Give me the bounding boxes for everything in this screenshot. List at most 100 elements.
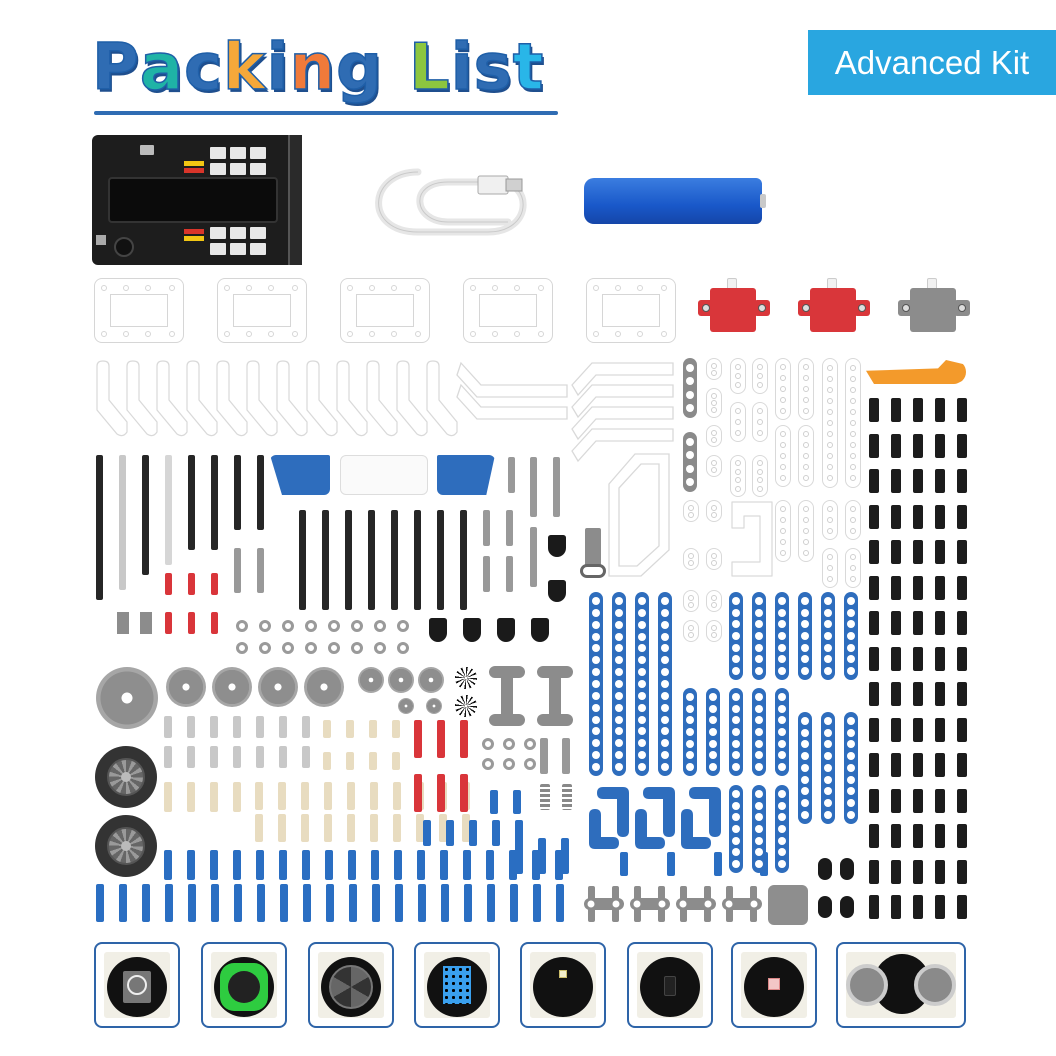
axle [299,510,306,610]
servo-frame [340,278,430,343]
black-small-link [840,896,854,918]
stacked-angled-beams [571,362,674,463]
l-bracket-outline [275,360,309,440]
tan-pin [278,814,286,842]
tan-axle-pin [210,782,218,812]
outline-beam [845,500,861,540]
blue-pin [490,790,498,814]
blue-beam [821,712,835,824]
gray-pin [256,716,264,738]
black-pin [891,575,901,600]
black-pin [913,575,923,600]
black-pin [891,859,901,884]
gear-medium [166,667,206,707]
l-bracket-outline [215,360,249,440]
gear-tiny [426,698,442,714]
gray-pin [164,746,172,768]
gray-h-connector [722,884,762,924]
black-pin [869,646,879,671]
black-pin [957,895,967,919]
black-pin [957,682,967,706]
gear-medium [258,667,298,707]
axle [460,510,467,610]
blue-l-beam [635,785,675,851]
black-pin [913,824,923,848]
title-letter: t [512,31,545,105]
outline-beam [706,455,722,477]
outline-beam [775,500,791,562]
l-bracket-outline [95,360,129,440]
black-pin [913,469,923,493]
black-pin [913,398,923,422]
blue-beam [729,785,743,873]
axle [506,510,513,546]
blue-beam [612,592,626,776]
blue-beam [635,592,649,776]
black-pin [957,433,967,458]
blue-l-beam [681,785,721,851]
gray-pin [210,716,218,738]
axle [119,455,126,590]
black-pin [935,504,945,529]
blue-pin [446,820,454,846]
outline-beam [706,620,722,642]
gear-medium [212,667,252,707]
blue-beam [821,592,835,680]
bush [397,620,409,632]
blue-beam [706,688,720,776]
black-pin [869,859,879,884]
blue-pin [561,838,569,874]
blue-axle-pin [372,884,380,922]
blue-beam [752,592,766,680]
black-pin [957,859,967,884]
bush [524,738,536,750]
axle [530,527,537,587]
gear-black [455,667,477,689]
black-pin [869,788,879,813]
black-pin [935,895,945,919]
title-letter: c [183,31,224,105]
gray-bush [140,612,152,634]
gray-h-connector [676,884,716,924]
black-pin [891,469,901,493]
blue-pin [509,850,517,880]
axle [506,556,513,592]
gray-beam [683,358,697,418]
tan-pin [255,814,263,842]
blue-pin [394,850,402,880]
title-letter: g [335,31,383,105]
blue-l-beam [589,785,629,851]
black-pin [935,575,945,600]
black-pin [869,469,879,493]
bush [503,758,515,770]
black-pin [935,611,945,635]
black-pin [869,895,879,919]
blue-beam [683,688,697,776]
tan-pin [301,814,309,842]
blue-pin [486,850,494,880]
blue-beam [844,592,858,680]
outline-beam [775,425,791,487]
blue-pin [469,820,477,846]
black-pin [957,824,967,848]
blue-axle-pin [326,884,334,922]
bush [259,642,271,654]
blue-beam [844,712,858,824]
blue-pin [714,852,722,876]
buzzer [114,237,134,257]
black-pin [891,753,901,777]
bush [305,620,317,632]
blue-axle-pin [303,884,311,922]
axle [483,556,490,592]
black-pin [869,540,879,564]
outline-beam [730,358,746,394]
black-link [548,580,566,602]
tan-pin [301,782,309,810]
blue-beam [775,592,789,680]
sensor-module-fan [308,942,394,1028]
red-pin [460,720,468,758]
tan-pin [324,782,332,810]
blue-axle-pin [533,884,541,922]
outline-beam [822,548,838,588]
sensor-module-green-button [201,942,287,1028]
